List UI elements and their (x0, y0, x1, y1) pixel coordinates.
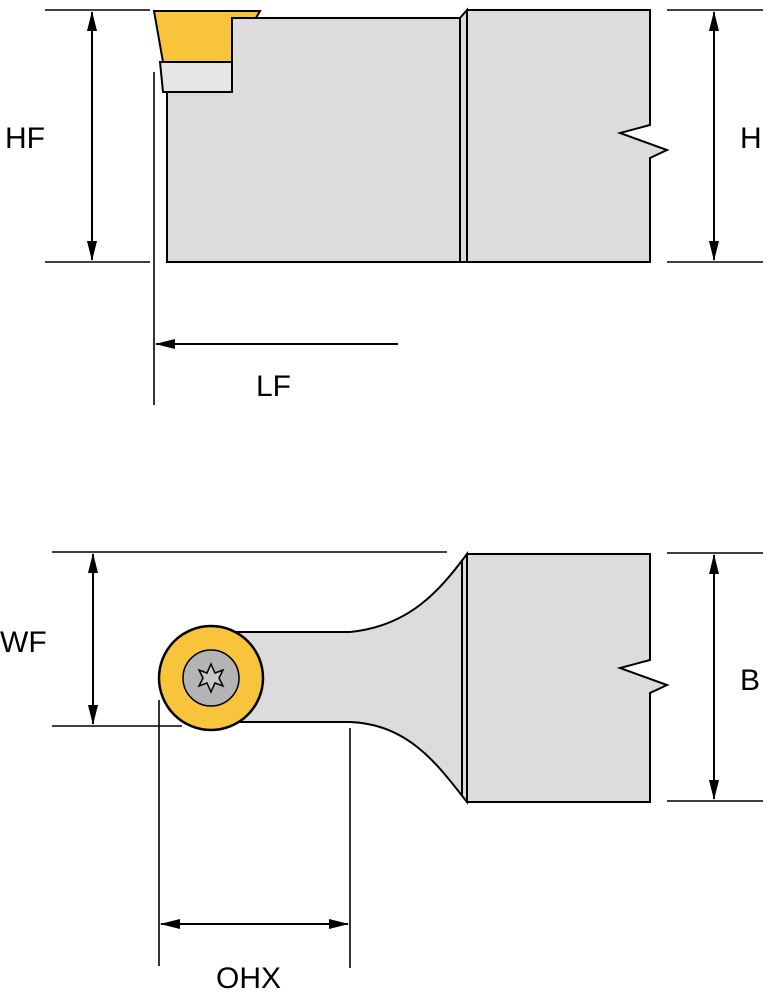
side-view-seat (158, 61, 233, 93)
top-view-shank (466, 553, 670, 803)
lf-label: LF (256, 370, 291, 403)
h-label: H (740, 122, 762, 155)
top-view: WF B OHX (0, 551, 763, 995)
b-label: B (740, 664, 760, 697)
side-view-shank (466, 9, 670, 263)
torx-screw-icon (197, 662, 225, 694)
side-view: HF H LF (5, 7, 763, 405)
hf-label: HF (5, 122, 45, 155)
ohx-label: OHX (216, 962, 281, 995)
wf-label: WF (0, 626, 47, 659)
side-view-neck (459, 7, 468, 263)
